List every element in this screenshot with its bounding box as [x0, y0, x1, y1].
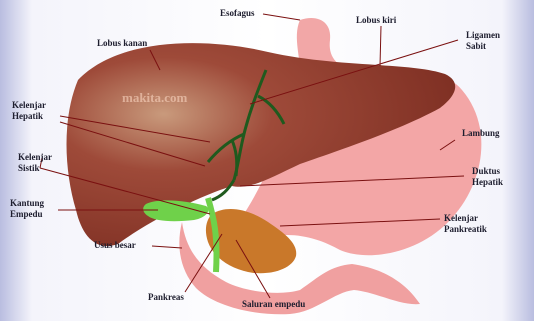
label-ligamen-sabit: Ligamen Sabit — [466, 30, 510, 52]
label-kelenjar-hepatik: Kelenjar Hepatik — [12, 100, 56, 122]
label-duktus-hepatik: Duktus Hepatik — [472, 166, 516, 188]
label-kantung-empedu: Kantung Empedu — [10, 198, 56, 220]
label-pankreas: Pankreas — [148, 292, 184, 303]
label-lobus-kiri: Lobus kiri — [356, 15, 396, 26]
watermark-text: makita.com — [122, 90, 187, 106]
label-esofagus: Esofagus — [220, 8, 255, 19]
label-saluran-empedu: Saluran empedu — [242, 299, 305, 310]
label-lambung: Lambung — [462, 128, 500, 139]
label-kelenjar-pankreatik: Kelenjar Pankreatik — [444, 213, 500, 235]
label-lobus-kanan: Lobus kanan — [97, 38, 147, 49]
label-usus-besar: Usus besar — [94, 240, 136, 251]
label-kelenjar-sistik: Kelenjar Sistik — [18, 152, 60, 174]
